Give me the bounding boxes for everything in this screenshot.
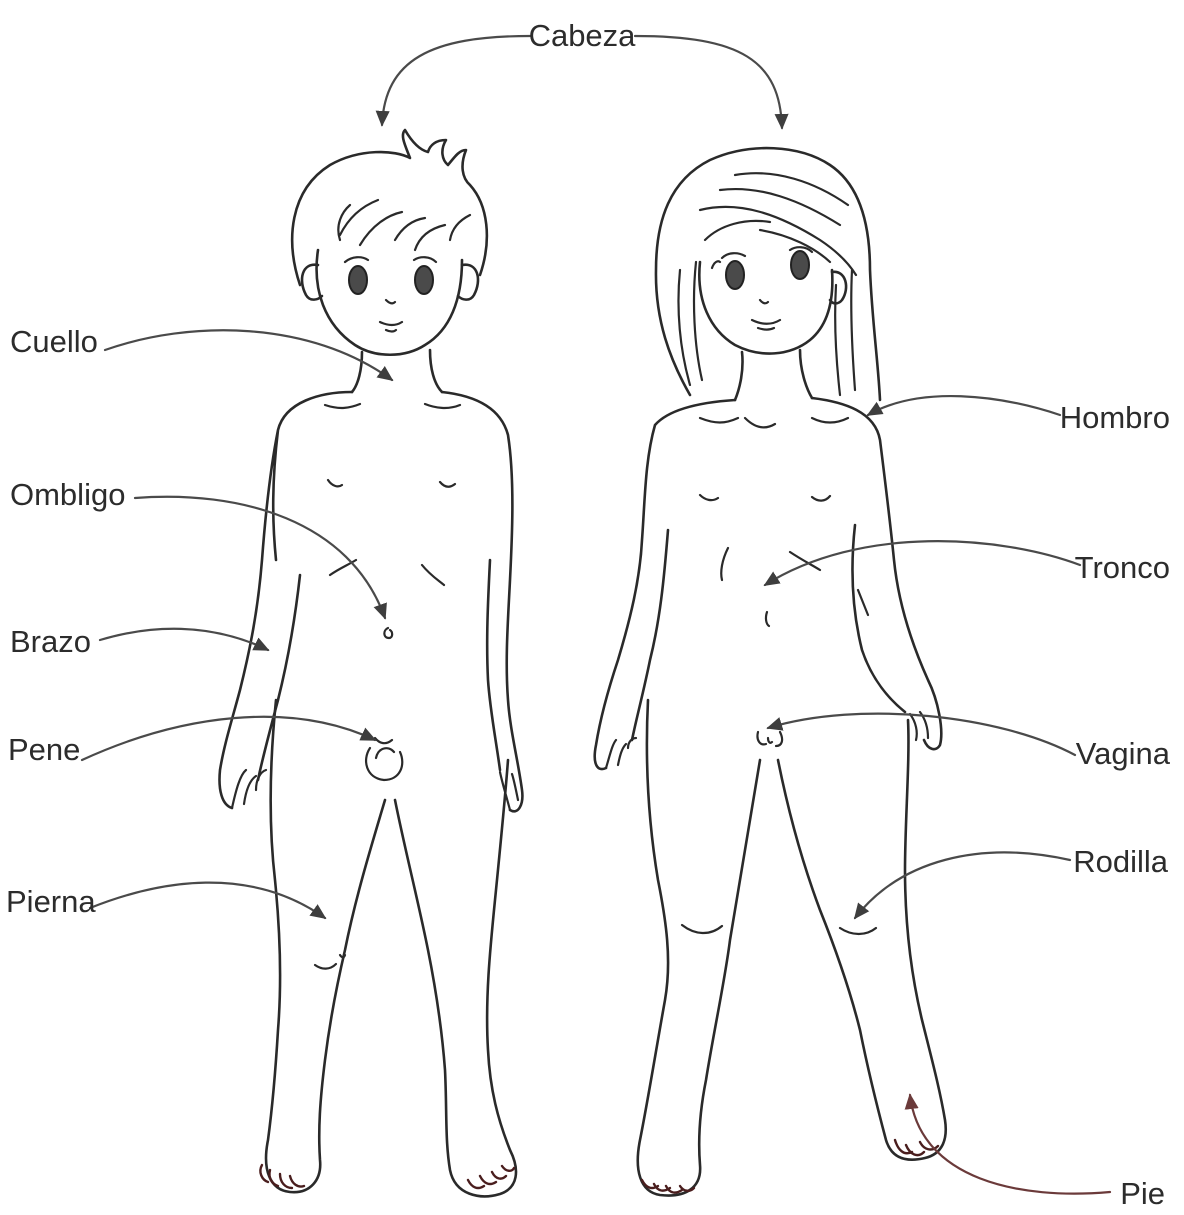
boy-left-eye: [349, 266, 367, 294]
boy-right-eye: [415, 266, 433, 294]
label-trunk: Tronco: [1075, 550, 1170, 585]
girl-figure: [595, 148, 946, 1195]
boy-figure: [220, 130, 523, 1196]
arrow-arm: [100, 629, 268, 650]
boy-navel: [384, 628, 392, 638]
arrow-penis: [82, 717, 375, 760]
label-penis: Pene: [8, 732, 80, 767]
labels: Cabeza Cuello Ombligo Brazo Pene Pierna …: [6, 18, 1171, 1211]
arrow-leg: [90, 883, 325, 918]
arrow-head-left: [382, 36, 530, 125]
girl-navel: [766, 612, 769, 626]
girl-right-eye: [791, 251, 809, 279]
boy-penis: [366, 738, 402, 780]
label-navel: Ombligo: [10, 477, 125, 512]
label-knee: Rodilla: [1073, 844, 1169, 879]
label-leg: Pierna: [6, 884, 96, 919]
label-head: Cabeza: [529, 18, 637, 53]
label-foot: Pie: [1120, 1176, 1165, 1211]
label-shoulder: Hombro: [1060, 400, 1170, 435]
girl-vagina: [757, 732, 782, 746]
arrow-navel: [135, 497, 385, 618]
girl-hair: [656, 148, 880, 400]
girl-left-eye: [726, 261, 744, 289]
label-neck: Cuello: [10, 324, 98, 359]
boy-right-foot: [468, 1166, 514, 1188]
arrow-foot: [910, 1095, 1110, 1194]
boy-hair: [292, 130, 487, 285]
pointer-arrows: [82, 36, 1110, 1194]
arrow-shoulder: [868, 396, 1060, 415]
arrow-knee: [855, 852, 1070, 918]
arrow-neck: [105, 330, 392, 380]
arrow-trunk: [765, 541, 1080, 585]
girl-face: [699, 262, 832, 354]
arrow-head-right: [635, 36, 782, 128]
arrow-vagina: [768, 714, 1075, 755]
label-vagina: Vagina: [1076, 736, 1171, 771]
label-arm: Brazo: [10, 624, 91, 659]
